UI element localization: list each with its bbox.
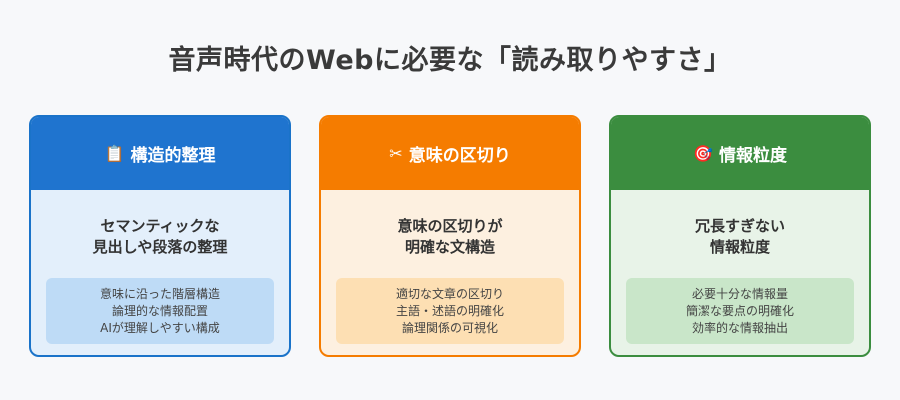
card-structural-organization: 📋 構造的整理 セマンティックな 見出しや段落の整理 意味に沿った階層構造 論理… bbox=[29, 115, 291, 357]
card-points-box: 意味に沿った階層構造 論理的な情報配置 AIが理解しやすい構成 bbox=[46, 278, 274, 344]
card-point: 論理関係の可視化 bbox=[401, 320, 498, 335]
card-point: AIが理解しやすい構成 bbox=[100, 320, 220, 335]
card-subtitle-line: 冗長すぎない bbox=[694, 217, 785, 235]
card-point: 適切な文章の区切り bbox=[395, 286, 504, 301]
card-point: 簡潔な要点の明確化 bbox=[685, 303, 794, 318]
card-header: 🎯 情報粒度 bbox=[611, 117, 869, 190]
card-point: 意味に沿った階層構造 bbox=[99, 286, 220, 301]
card-point: 必要十分な情報量 bbox=[691, 286, 788, 301]
target-icon: 🎯 bbox=[693, 144, 713, 163]
card-subtitle-line: 見出しや段落の整理 bbox=[92, 238, 228, 256]
card-points-box: 必要十分な情報量 簡潔な要点の明確化 効率的な情報抽出 bbox=[626, 278, 854, 344]
card-header: ✂ 意味の区切り bbox=[321, 117, 579, 190]
card-header-label: 情報粒度 bbox=[718, 146, 787, 166]
card-subtitle: 冗長すぎない 情報粒度 bbox=[611, 216, 869, 258]
card-point: 主語・述語の明確化 bbox=[395, 303, 504, 318]
card-points-box: 適切な文章の区切り 主語・述語の明確化 論理関係の可視化 bbox=[336, 278, 564, 344]
page-title: 音声時代のWebに必要な「読み取りやすさ」 bbox=[168, 45, 732, 76]
card-point: 効率的な情報抽出 bbox=[691, 320, 788, 335]
card-header: 📋 構造的整理 bbox=[31, 117, 289, 190]
card-subtitle-line: 情報粒度 bbox=[709, 238, 770, 256]
card-subtitle-line: セマンティックな bbox=[100, 217, 220, 235]
card-point: 論理的な情報配置 bbox=[111, 303, 208, 318]
scissors-icon: ✂ bbox=[389, 144, 403, 163]
card-subtitle-line: 意味の区切りが bbox=[397, 217, 503, 235]
card-subtitle: セマンティックな 見出しや段落の整理 bbox=[31, 216, 289, 258]
clipboard-icon: 📋 bbox=[104, 144, 125, 163]
card-semantic-breaks: ✂ 意味の区切り 意味の区切りが 明確な文構造 適切な文章の区切り 主語・述語の… bbox=[319, 115, 581, 357]
card-information-granularity: 🎯 情報粒度 冗長すぎない 情報粒度 必要十分な情報量 簡潔な要点の明確化 効率… bbox=[609, 115, 871, 357]
card-header-label: 構造的整理 bbox=[130, 146, 216, 166]
card-subtitle-line: 明確な文構造 bbox=[404, 238, 495, 256]
card-subtitle: 意味の区切りが 明確な文構造 bbox=[321, 216, 579, 258]
card-header-label: 意味の区切り bbox=[408, 146, 511, 166]
